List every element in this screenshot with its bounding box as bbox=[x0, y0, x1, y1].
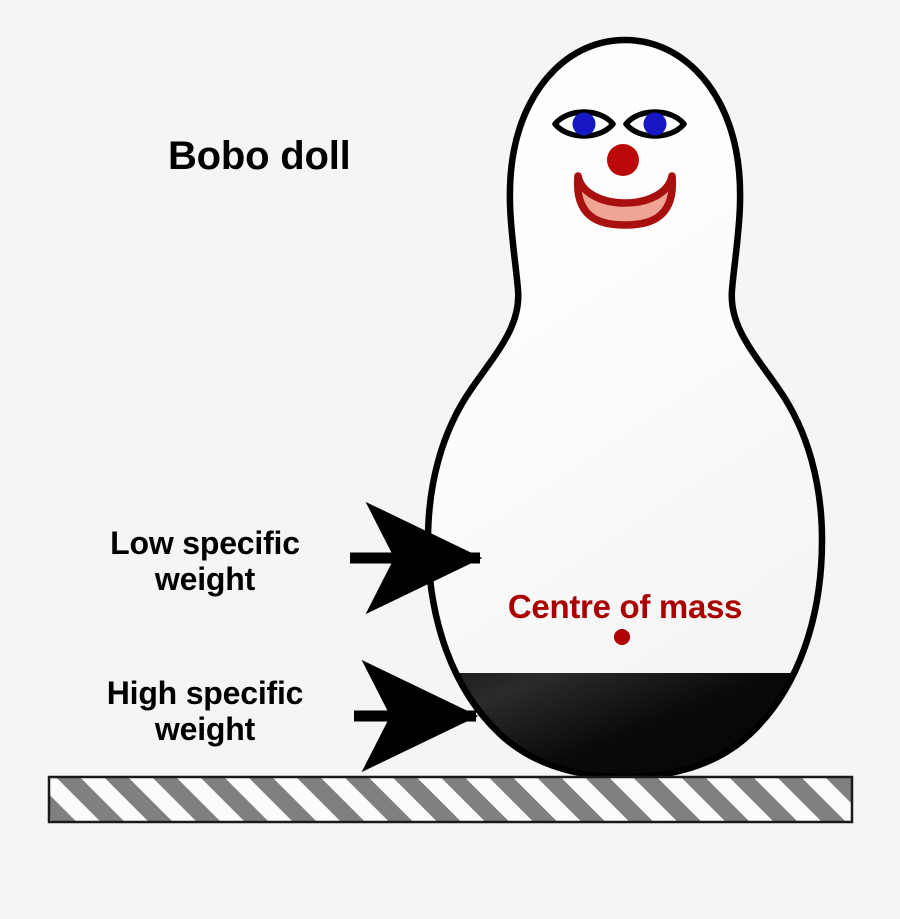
low-specific-weight-label: Low specific weight bbox=[110, 525, 300, 597]
right-eye-icon bbox=[623, 109, 687, 139]
left-eye-icon bbox=[552, 109, 616, 139]
ground-surface bbox=[47, 775, 854, 824]
doll-face bbox=[552, 109, 687, 229]
centre-of-mass-dot bbox=[614, 629, 630, 645]
page-title: Bobo doll bbox=[168, 134, 351, 178]
nose-icon bbox=[607, 144, 639, 176]
centre-of-mass-label: Centre of mass bbox=[507, 588, 743, 625]
high-specific-weight-label: High specific weight bbox=[106, 675, 304, 747]
mouth-icon bbox=[574, 172, 676, 229]
